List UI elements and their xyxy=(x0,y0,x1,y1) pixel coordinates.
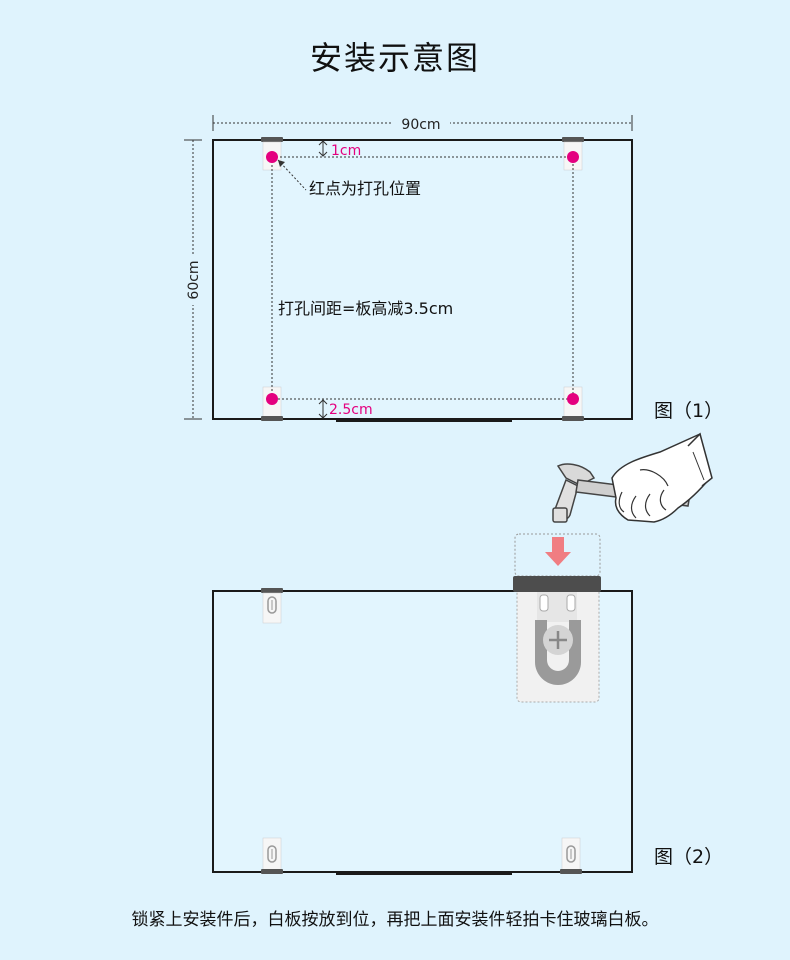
width-label: 90cm xyxy=(401,117,440,133)
bracket-top-left xyxy=(261,137,283,142)
page-title: 安装示意图 xyxy=(309,39,480,77)
marker-tray-fig1 xyxy=(336,418,512,422)
red-dot-pointer xyxy=(277,159,307,191)
red-dot-label: 红点为打孔位置 xyxy=(309,179,421,198)
bottom-offset-label: 2.5cm xyxy=(329,402,373,418)
hand-icon xyxy=(611,432,713,523)
hole-dot-top-left xyxy=(266,151,278,163)
marker-tray-fig2 xyxy=(336,871,512,875)
bracket-fig2-bottom-left xyxy=(261,837,283,874)
bracket-fig2-bottom-right xyxy=(560,837,582,874)
hole-dot-bottom-right xyxy=(567,393,579,405)
top-offset-label: 1cm xyxy=(331,143,361,159)
down-arrow-icon xyxy=(545,537,571,566)
bracket-detail-enlarged xyxy=(513,533,601,703)
figure-1-label: 图（1） xyxy=(654,400,724,422)
bracket-fig2-top-left xyxy=(261,588,283,624)
hole-spacing-outline xyxy=(271,156,574,400)
spacing-label: 打孔间距=板高减3.5cm xyxy=(278,299,453,318)
hole-dot-bottom-left xyxy=(266,393,278,405)
bracket-clip-top xyxy=(513,576,601,592)
instruction-caption: 锁紧上安装件后，白板按放到位，再把上面安装件轻拍卡住玻璃白板。 xyxy=(131,910,659,930)
height-label: 60cm xyxy=(186,260,202,299)
figure-2 xyxy=(212,432,713,875)
bracket-top-right xyxy=(562,137,584,142)
bracket-bottom-left xyxy=(261,416,283,421)
bracket-bottom-right xyxy=(562,416,584,421)
whiteboard-fig1 xyxy=(212,139,633,420)
hole-dot-top-right xyxy=(567,151,579,163)
figure-2-label: 图（2） xyxy=(654,846,724,868)
figure-1: 90cm 60cm 1cm 2.5cm xyxy=(184,114,633,422)
